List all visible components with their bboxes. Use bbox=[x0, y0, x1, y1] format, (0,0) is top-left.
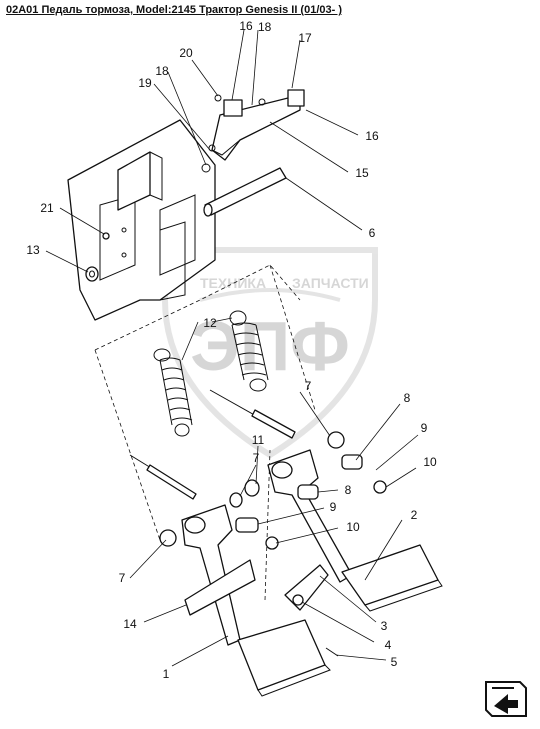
return-springs bbox=[153, 310, 269, 437]
callout-21: 21 bbox=[40, 201, 54, 215]
watermark-logo: ЭПФ bbox=[190, 307, 350, 385]
callout-17: 17 bbox=[298, 31, 312, 45]
page-title: 02A01 Педаль тормоза, Model:2145 Трактор… bbox=[6, 4, 342, 16]
cross-shaft bbox=[203, 167, 287, 217]
callout-18: 18 bbox=[258, 20, 272, 34]
callout-1: 1 bbox=[163, 667, 170, 681]
assembly-lines bbox=[94, 264, 316, 601]
next-page-button[interactable] bbox=[480, 672, 532, 720]
callout-18: 18 bbox=[155, 64, 169, 78]
latch-and-stop bbox=[184, 559, 339, 657]
callout-20: 20 bbox=[179, 46, 193, 60]
callout-15: 15 bbox=[355, 166, 369, 180]
fasteners bbox=[85, 232, 110, 282]
callout-11: 11 bbox=[252, 433, 265, 447]
callout-13: 13 bbox=[26, 243, 40, 257]
callout-14: 14 bbox=[123, 617, 137, 631]
callout-6: 6 bbox=[369, 226, 376, 240]
callout-7: 7 bbox=[119, 571, 126, 585]
callout-2: 2 bbox=[411, 508, 418, 522]
pedal-left bbox=[181, 504, 331, 697]
callout-labels: 16 18 17 20 18 19 16 15 21 6 13 12 7 8 9… bbox=[26, 19, 437, 681]
arrow-next-icon bbox=[485, 681, 527, 717]
brake-rods bbox=[129, 389, 296, 500]
callout-10: 10 bbox=[346, 520, 360, 534]
callout-3: 3 bbox=[381, 619, 388, 633]
leader-lines bbox=[45, 29, 419, 667]
callout-8: 8 bbox=[345, 483, 352, 497]
callout-7: 7 bbox=[305, 379, 312, 393]
callout-5: 5 bbox=[391, 655, 398, 669]
watermark-text-left: ТЕХНИКА bbox=[200, 275, 266, 291]
watermark-text-right: ЗАПЧАСТИ bbox=[292, 275, 369, 291]
mounting-plate bbox=[67, 119, 216, 321]
callout-16: 16 bbox=[239, 19, 253, 33]
callout-4: 4 bbox=[385, 638, 392, 652]
callout-19: 19 bbox=[138, 76, 152, 90]
callout-16: 16 bbox=[365, 129, 379, 143]
callout-9: 9 bbox=[421, 421, 428, 435]
callout-8: 8 bbox=[404, 391, 411, 405]
watermark: ТЕХНИКА ЗАПЧАСТИ ЭПФ bbox=[162, 247, 378, 459]
callout-7: 7 bbox=[253, 451, 260, 465]
pedal-right bbox=[267, 449, 443, 612]
switch-bracket bbox=[201, 89, 305, 173]
callout-12: 12 bbox=[203, 316, 217, 330]
callout-10: 10 bbox=[423, 455, 437, 469]
callout-9: 9 bbox=[330, 500, 337, 514]
